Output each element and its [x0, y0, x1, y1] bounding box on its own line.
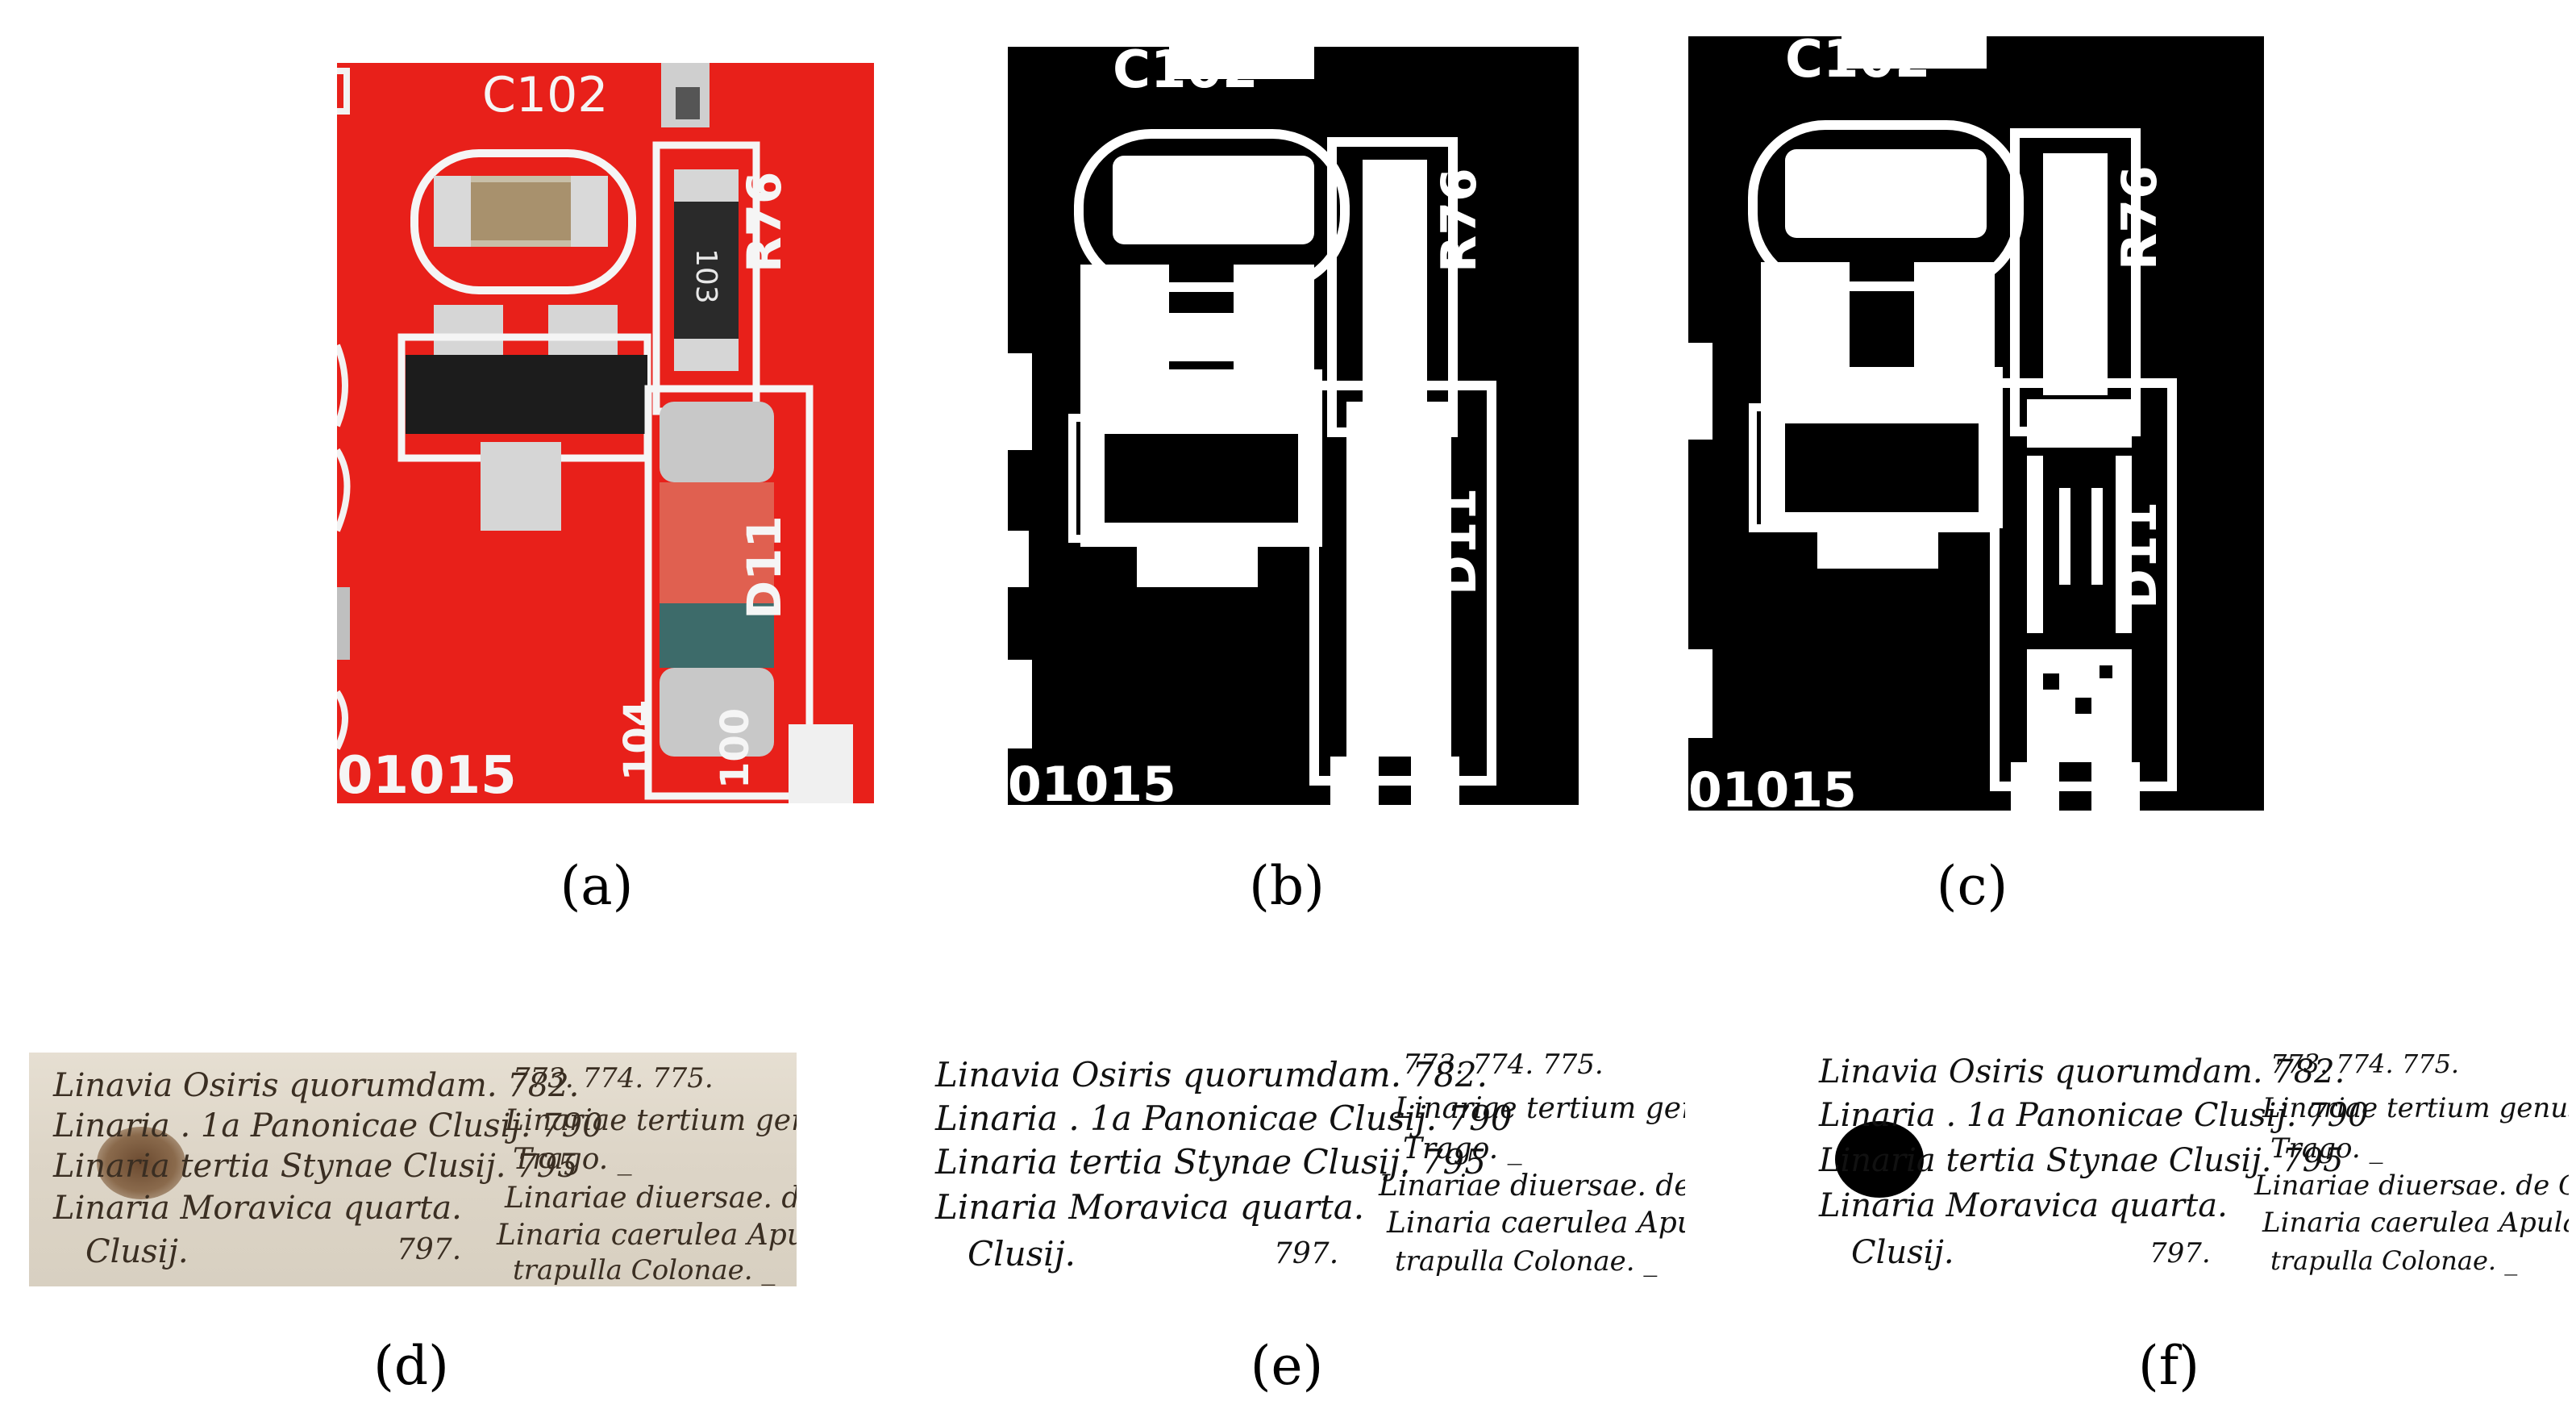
manuscript-line-right-3: Trago. _: [2270, 1132, 2383, 1165]
caption-d: (d): [373, 1335, 449, 1397]
manuscript-line-right-4: Linariae diuersae. de Colon: [505, 1182, 797, 1215]
c102-label: C102: [1113, 47, 1259, 100]
bottom-100-label: 100: [713, 708, 758, 789]
manuscript-line-left-5: Clusij.: [85, 1233, 189, 1270]
manuscript-line-right-2: Linariae tertium genus.: [505, 1104, 797, 1137]
pcb-binarized-image: C102 R76 D11 01015: [1008, 47, 1579, 805]
manuscript-line-right-4: Linariae diuersae. de Colon: [1379, 1169, 1685, 1203]
manuscript-line-right-5: Linaria caerulea Apula: [2262, 1207, 2569, 1239]
manuscript-binarized-image-alt: Linavia Osiris quorumdam. 782. Linaria .…: [1803, 1008, 2569, 1299]
manuscript-line-right-6: trapulla Colonae. _: [513, 1254, 776, 1286]
manuscript-line-left-6: 797.: [2149, 1237, 2211, 1270]
caption-b: (b): [1249, 855, 1325, 917]
manuscript-line-right-1: 773. 774. 775.: [1403, 1049, 1604, 1081]
d11-label: D11: [737, 515, 792, 619]
manuscript-line-right-1: 773. 774. 775.: [513, 1062, 714, 1094]
d11-label: D11: [1431, 488, 1488, 595]
r76-label: R76: [737, 172, 792, 273]
manuscript-line-right-1: 773. 774. 775.: [2270, 1049, 2460, 1079]
manuscript-line-left-3: Linaria tertia Stynae Clusij. 795: [1819, 1142, 2344, 1179]
manuscript-line-left-6: 797.: [397, 1233, 462, 1266]
manuscript-line-left-1: Linavia Osiris quorumdam. 782.: [53, 1067, 580, 1104]
manuscript-binarized-image: Linavia Osiris quorumdam. 782. Linaria .…: [919, 1008, 1685, 1299]
caption-e: (e): [1250, 1335, 1324, 1397]
manuscript-line-right-4: Linariae diuersae. de Colon: [2254, 1169, 2569, 1202]
manuscript-line-left-2: Linaria . 1a Panonicae Clusij. 790: [935, 1099, 1513, 1138]
manuscript-line-right-3: Trago. _: [1403, 1132, 1522, 1165]
manuscript-line-right-2: Linariae tertium genus.: [1395, 1092, 1685, 1125]
stain-blot: [1835, 1121, 1924, 1198]
manuscript-line-right-5: Linaria caerulea Apula: [497, 1219, 797, 1252]
manuscript-line-left-6: 797.: [1274, 1237, 1339, 1270]
d11-label: D11: [2112, 502, 2168, 609]
manuscript-line-left-5: Clusij.: [1851, 1234, 1954, 1271]
c102-label: C102: [482, 67, 608, 123]
manuscript-original-image: Linavia Osiris quorumdam. 782. Linaria .…: [29, 1053, 797, 1286]
board-code-label: 01015: [1688, 762, 1857, 811]
manuscript-line-left-3: Linaria tertia Stynae Clusij. 795: [53, 1148, 578, 1185]
manuscript-line-left-4: Linaria Moravica quarta.: [935, 1187, 1365, 1227]
r76-label: R76: [1431, 168, 1488, 273]
caption-f: (f): [2138, 1335, 2199, 1397]
bottom-104-label: 104: [616, 700, 661, 781]
caption-a: (a): [560, 855, 634, 917]
manuscript-line-right-6: trapulla Colonae. _: [2270, 1245, 2518, 1276]
pcb-binarized-image-alt: C102 R76 D11 01015: [1688, 36, 2264, 811]
manuscript-line-left-1: Linavia Osiris quorumdam. 782.: [1819, 1053, 2345, 1090]
resistor-code-label: 103: [689, 248, 722, 304]
manuscript-line-right-5: Linaria caerulea Apula: [1387, 1207, 1685, 1240]
c102-label: C102: [1785, 36, 1931, 90]
manuscript-line-left-4: Linaria Moravica quarta.: [53, 1190, 462, 1227]
manuscript-line-right-6: trapulla Colonae. _: [1395, 1245, 1658, 1278]
manuscript-line-left-4: Linaria Moravica quarta.: [1819, 1187, 2228, 1224]
manuscript-line-left-2: Linaria . 1a Panonicae Clusij. 790: [53, 1107, 603, 1144]
manuscript-line-right-3: Trago. _: [513, 1143, 632, 1176]
manuscript-line-left-5: Clusij.: [968, 1234, 1076, 1274]
manuscript-line-left-3: Linaria tertia Stynae Clusij. 795: [935, 1142, 1486, 1182]
pcb-color-image: C102 R76 103 D11 01015 104 100: [337, 63, 874, 803]
manuscript-line-left-2: Linaria . 1a Panonicae Clusij. 790: [1819, 1097, 2369, 1134]
manuscript-line-left-1: Linavia Osiris quorumdam. 782.: [935, 1055, 1488, 1094]
stain-blot: [97, 1127, 185, 1199]
r76-label: R76: [2112, 165, 2168, 270]
manuscript-line-right-2: Linariae tertium genus.: [2262, 1092, 2569, 1124]
board-code-label: 01015: [337, 746, 517, 803]
caption-c: (c): [1936, 855, 2008, 917]
board-code-label: 01015: [1008, 757, 1176, 805]
